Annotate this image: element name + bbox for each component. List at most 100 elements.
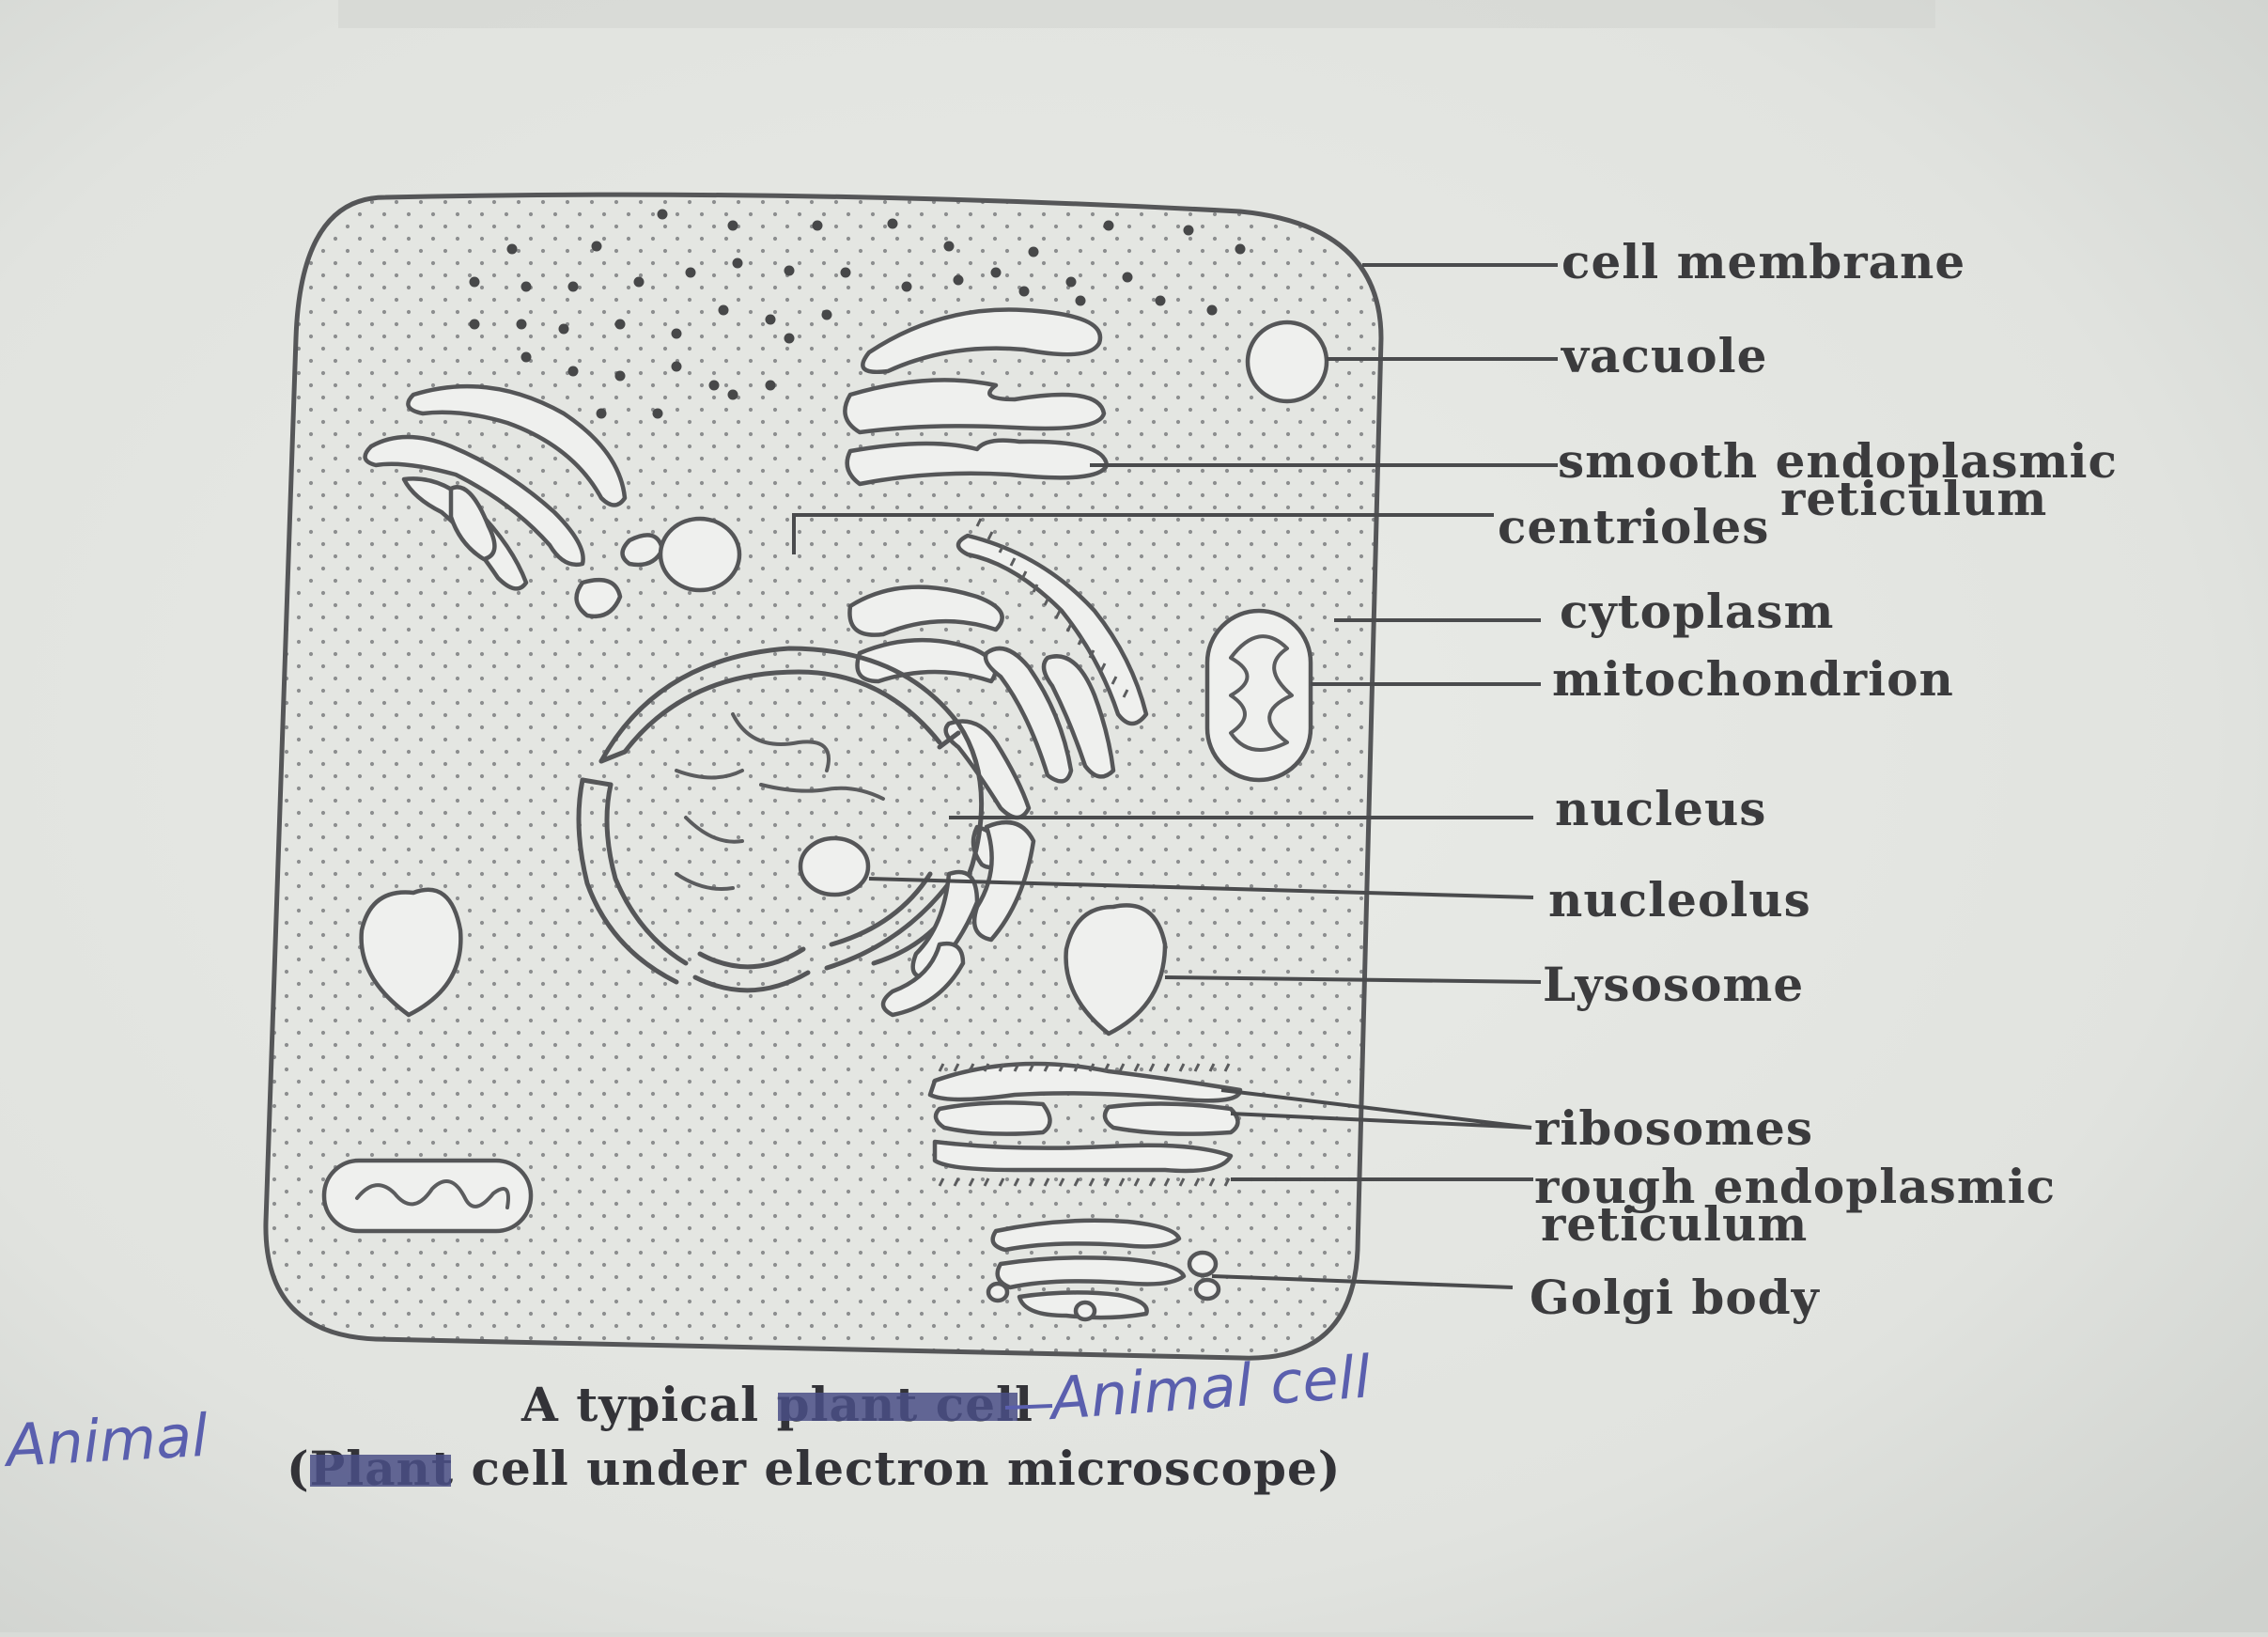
ribosome-dot: [1065, 276, 1077, 288]
ribosome-tick: [1028, 1177, 1035, 1187]
centriole-shape: [658, 516, 742, 593]
leader-ribosomes-2: [1230, 1112, 1532, 1130]
ribosome-tick: [1077, 636, 1084, 646]
ribosome-dot: [901, 281, 912, 292]
ribosome-dot: [558, 323, 569, 335]
ribosome-dot: [953, 274, 964, 286]
ribosome-tick: [1103, 1177, 1111, 1187]
ribosome-dot: [765, 380, 776, 391]
ribosome-tick: [968, 1177, 975, 1187]
ribosome-dot: [596, 408, 607, 419]
caption-line2-rest: cell under electron microscope): [454, 1441, 1341, 1496]
ribosome-tick: [1208, 1177, 1216, 1187]
label-centrioles: centrioles: [1498, 499, 1769, 554]
leader-golgi: [1211, 1274, 1514, 1289]
free-ribosome-dots: [469, 209, 1246, 419]
ribosome-dot: [520, 281, 532, 292]
ribosome-tick: [998, 1063, 1005, 1072]
ribosome-ticks: [938, 518, 1231, 1187]
rough-er-bottom-shape: [927, 1061, 1243, 1174]
ribosome-dot: [652, 408, 663, 419]
ribosome-dot: [1235, 243, 1246, 255]
ribosome-tick: [1020, 570, 1028, 580]
ribosome-dot: [671, 328, 682, 339]
strike-highlight-2: [310, 1455, 451, 1487]
ribosome-tick: [1043, 597, 1050, 606]
leader-nucleolus: [868, 877, 1534, 899]
leader-ribosomes-1: [1220, 1088, 1532, 1130]
ribosome-tick: [1088, 649, 1095, 659]
label-golgi-body: Golgi body: [1530, 1270, 1821, 1325]
ribosome-tick: [1032, 584, 1039, 593]
ribosome-dot: [520, 351, 532, 363]
ribosome-tick: [1148, 1063, 1156, 1072]
ribosome-dot: [633, 276, 645, 288]
ribosome-dot: [685, 267, 696, 278]
ribosome-dot: [671, 361, 682, 372]
ribosome-tick: [998, 544, 1005, 553]
ribosome-tick: [938, 1063, 945, 1072]
ribosome-dot: [1018, 286, 1030, 297]
caption: A typical plant cell (Plant cell under e…: [287, 1377, 1341, 1496]
ribosome-tick: [1073, 1063, 1080, 1072]
label-nucleus: nucleus: [1555, 781, 1766, 836]
label-nucleolus: nucleolus: [1548, 872, 1811, 928]
ribosome-tick: [1133, 1177, 1141, 1187]
ribosome-tick: [1163, 1177, 1171, 1187]
ribosome-dot: [506, 243, 518, 255]
ribosome-dot: [732, 257, 743, 269]
label-cell-membrane: cell membrane: [1561, 234, 1965, 289]
ribosome-dot: [567, 281, 579, 292]
labels: cell membrane vacuole smooth endoplasmic…: [1498, 234, 2118, 1325]
bleed-through-shadow: [338, 0, 1935, 28]
ribosome-tick: [1208, 1063, 1216, 1072]
vacuole-shape: [1245, 320, 1329, 404]
ribosome-dot: [591, 241, 602, 252]
ribosome-dot: [784, 265, 795, 276]
mitochondrion-right-shape: [1204, 608, 1313, 783]
ribosome-tick: [1223, 1177, 1231, 1187]
ribosome-dot: [821, 309, 832, 320]
ribosome-tick: [938, 1177, 945, 1187]
label-vacuole: vacuole: [1561, 328, 1767, 383]
golgi-body-shape: [986, 1218, 1221, 1322]
handwritten-animal: Animal: [1, 1401, 210, 1480]
ribosome-tick: [968, 1063, 975, 1072]
ribosome-tick: [1148, 1177, 1156, 1187]
ribosome-tick: [986, 531, 994, 540]
lysosome-left-shape: [359, 887, 463, 1018]
leader-centrioles: [792, 513, 1494, 554]
ribosome-tick: [1099, 663, 1107, 672]
ribosome-tick: [1088, 1063, 1095, 1072]
label-ribosomes: ribosomes: [1534, 1100, 1813, 1156]
ribosome-dot: [887, 218, 898, 229]
ribosome-dot: [840, 267, 851, 278]
ribosome-tick: [1073, 1177, 1080, 1187]
ribosome-tick: [983, 1177, 990, 1187]
ribosome-tick: [998, 1177, 1005, 1187]
ribosome-tick: [1054, 610, 1062, 619]
ribosome-dot: [657, 209, 668, 220]
leader-lines: [792, 263, 1558, 1289]
ribosome-tick: [1118, 1063, 1126, 1072]
label-rough-er-line1: rough endoplasmic: [1534, 1159, 2056, 1214]
smooth-er-shape: [843, 307, 1110, 487]
ribosome-tick: [1193, 1177, 1201, 1187]
ribosome-dot: [614, 370, 626, 382]
ribosome-tick: [1088, 1177, 1095, 1187]
nucleolus-shape: [798, 835, 871, 897]
label-smooth-er-line2: reticulum: [1780, 471, 2047, 526]
ribosome-tick: [1133, 1063, 1141, 1072]
ribosome-tick: [953, 1063, 960, 1072]
label-smooth-er-line1: smooth endoplasmic: [1558, 433, 2118, 489]
label-lysosome: Lysosome: [1543, 957, 1804, 1012]
ribosome-dot: [1103, 220, 1114, 231]
ribosome-tick: [1043, 1177, 1050, 1187]
leader-lysosome: [1164, 975, 1542, 984]
ribosome-dot: [708, 380, 720, 391]
ribosome-tick: [1111, 676, 1118, 685]
ribosome-tick: [953, 1177, 960, 1187]
ribosome-dot: [1122, 272, 1133, 283]
